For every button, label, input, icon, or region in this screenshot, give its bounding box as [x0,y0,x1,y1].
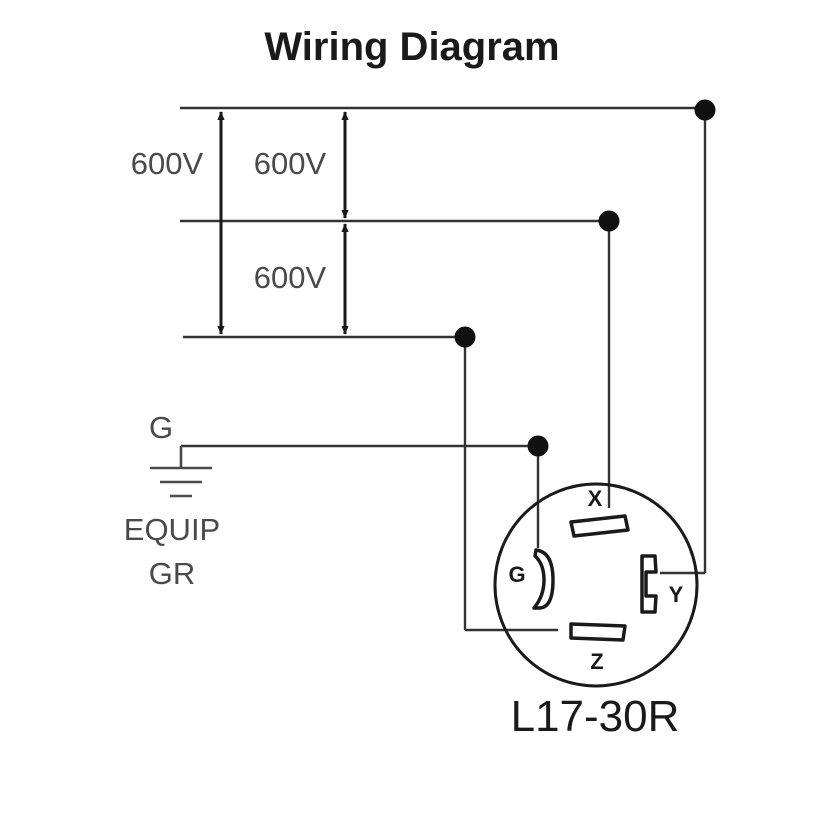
voltage-dimensions: 600V 600V 600V [131,111,349,335]
node-x [598,210,620,232]
voltage-label-outer: 600V [131,146,204,181]
receptacle-model-label: L17-30R [511,692,680,741]
node-y [694,99,716,121]
diagram-title: Wiring Diagram [264,25,559,69]
slot-y [640,554,658,614]
receptacle-outline [493,482,699,688]
voltage-label-lower: 600V [254,260,327,295]
terminal-x-label: X [588,486,603,511]
connection-nodes [454,99,716,457]
terminal-z-label: Z [590,649,603,674]
receptacle: X Y Z G [493,482,699,688]
voltage-label-upper: 600V [254,146,327,181]
terminal-y-label: Y [669,582,684,607]
equip-ground-label-line1: EQUIP [124,512,220,547]
terminal-g-label: G [508,562,525,587]
ground-symbol: G EQUIP GR [124,410,220,591]
slot-x [569,514,630,538]
slot-g [532,548,555,610]
equip-ground-label-line2: GR [149,556,196,591]
supply-lines [180,106,707,632]
slot-z [569,622,627,642]
node-z [454,326,476,348]
node-g [527,435,549,457]
ground-label: G [149,410,173,445]
